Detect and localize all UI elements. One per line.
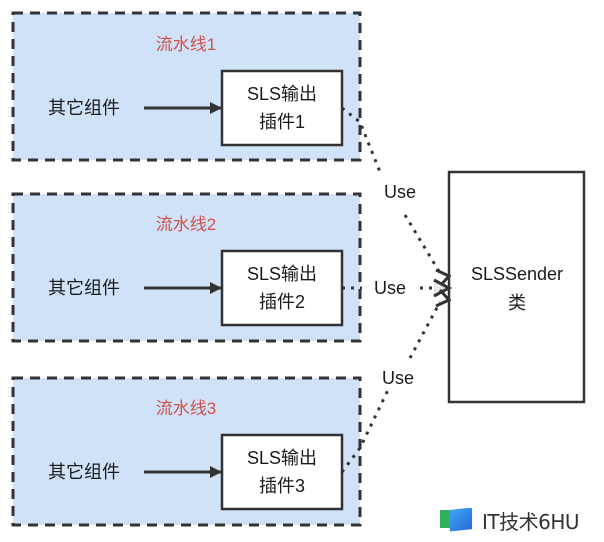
use-relations: Use Use Use [340,106,453,473]
use-connector-1-lower [403,214,442,274]
use-connector-3-lower [340,389,390,473]
pipeline-1-plugin-box[interactable] [220,69,344,147]
pipeline-1: 流水线1 其它组件 SLS输出 插件1 [11,11,362,162]
use-label-1: Use [384,182,416,202]
use-connector-3-upper [408,301,442,359]
pipeline-2: 流水线2 其它组件 SLS输出 插件2 [11,192,362,343]
open-arrowhead-icon-3 [435,288,452,308]
sls-sender-line1: SLSSender [471,264,563,284]
sls-sender: SLSSender 类 [447,170,586,404]
pipeline-1-title: 流水线1 [156,35,216,54]
sls-sender-box[interactable] [447,170,586,404]
pipeline-3-title: 流水线3 [156,399,216,418]
pipeline-2-title: 流水线2 [156,215,216,234]
pipeline-1-source-label: 其它组件 [48,98,120,118]
pipeline-3-plugin-box[interactable] [220,433,344,511]
pipeline-1-plugin-line1: SLS输出 [247,84,317,104]
watermark: IT技术6HU [440,506,580,535]
open-arrowhead-icon-1 [435,268,452,288]
sls-sender-line2: 类 [508,293,526,313]
use-label-2: Use [374,278,406,298]
open-arrowhead-icons [433,268,453,308]
pipeline-3-source-label: 其它组件 [48,462,120,482]
pipeline-2-plugin-line2: 插件2 [259,292,305,312]
pipeline-1-plugin-line2: 插件1 [259,112,305,132]
pipeline-3-plugin-line2: 插件3 [259,476,305,496]
use-label-3: Use [382,368,414,388]
pipeline-3: 流水线3 其它组件 SLS输出 插件3 [11,376,362,527]
pipeline-2-plugin-line1: SLS输出 [247,264,317,284]
pipeline-2-plugin-box[interactable] [220,249,344,327]
watermark-logo-icon [440,507,476,534]
pipeline-3-plugin-line1: SLS输出 [247,448,317,468]
open-arrowhead-icon-2 [433,278,453,298]
pipeline-2-source-label: 其它组件 [48,278,120,298]
watermark-text: IT技术6HU [482,510,580,534]
